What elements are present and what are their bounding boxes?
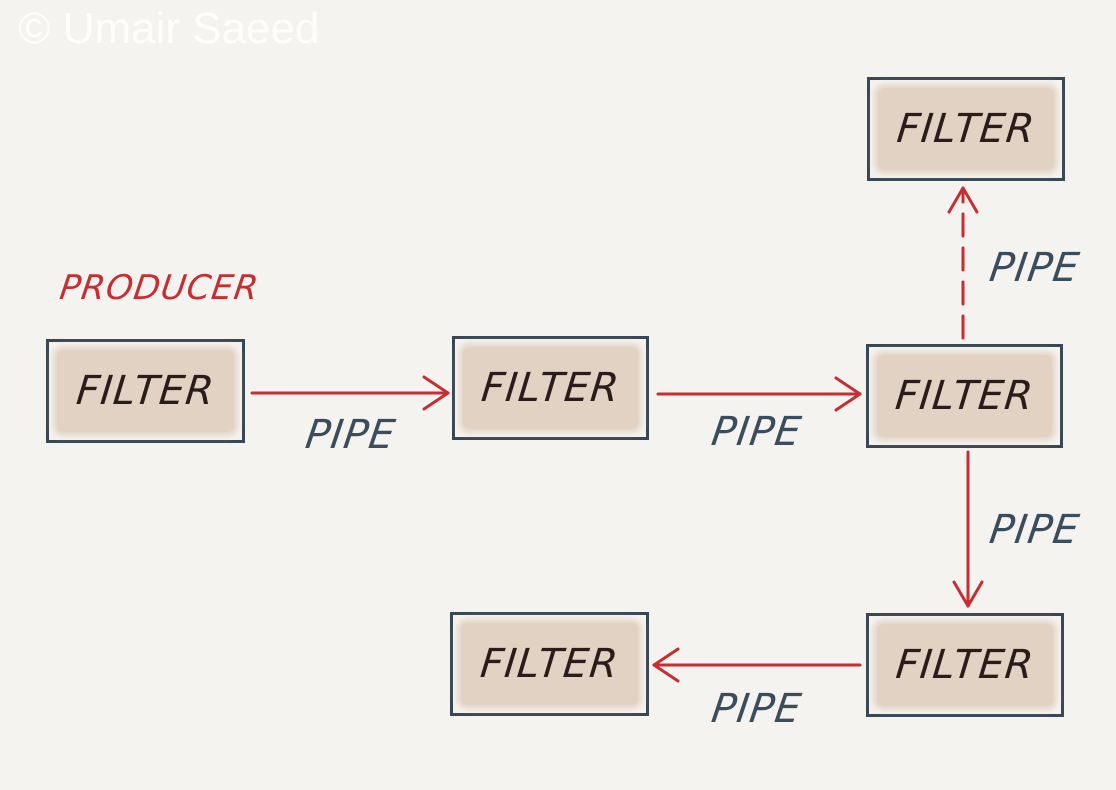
pipe-arrow-3-head [947,186,979,214]
filter-box-top: FILTER [867,77,1065,181]
filter-box-third: FILTER [866,344,1063,448]
pipe-label-4: PIPE [986,507,1083,553]
filter-box-fill [57,350,234,432]
pipe-label-1: PIPE [302,412,399,458]
filter-box-second: FILTER [452,336,649,440]
watermark: © Umair Saeed [18,4,320,53]
filter-box-bottom-left: FILTER [450,612,649,716]
filter-box-fill [877,355,1052,437]
filter-box-fill [878,88,1054,170]
pipe-arrow-5-head [652,647,680,683]
pipe-arrow-2-head [834,376,862,412]
pipe-label-5: PIPE [708,686,805,732]
filter-box-bottom-right: FILTER [866,613,1064,717]
pipe-label-2: PIPE [708,409,805,455]
pipe-arrow-4-head [952,580,984,608]
filter-box-producer: FILTER [46,339,245,443]
filter-box-fill [461,623,638,705]
filter-box-fill [463,347,638,429]
pipe-arrow-1-head [422,375,450,411]
pipe-label-3: PIPE [986,245,1083,291]
filter-box-fill [877,624,1053,706]
